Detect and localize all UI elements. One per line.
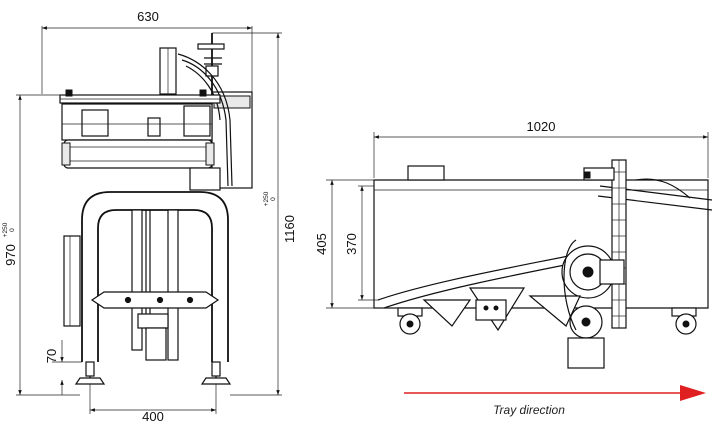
dim-height-total-tol-upper: +250 bbox=[263, 191, 270, 206]
dim-length: 1020 bbox=[527, 119, 556, 134]
front-view-machine bbox=[59, 33, 253, 385]
dim-width-top: 630 bbox=[137, 9, 159, 24]
dim-height-inner: 370 bbox=[344, 233, 359, 255]
dim-base-width: 400 bbox=[142, 409, 164, 424]
dim-height-frame: 970 bbox=[3, 244, 18, 266]
dim-height-outer: 405 bbox=[314, 233, 329, 255]
dim-height-total: 1160 bbox=[282, 215, 297, 243]
dim-height-frame-tol-lower: 0 bbox=[9, 228, 16, 232]
tray-direction-arrowhead-icon bbox=[680, 385, 706, 401]
side-view-machine bbox=[373, 159, 713, 369]
front-view-dimensions bbox=[16, 26, 282, 414]
tray-direction-arrow bbox=[404, 385, 706, 401]
dim-foot-height: 70 bbox=[44, 349, 59, 363]
dim-height-total-tol-lower: 0 bbox=[270, 197, 277, 201]
dim-height-frame-tol-upper: +250 bbox=[2, 222, 9, 237]
tray-direction-caption: Tray direction bbox=[493, 403, 565, 417]
side-view-dimensions bbox=[326, 132, 709, 309]
